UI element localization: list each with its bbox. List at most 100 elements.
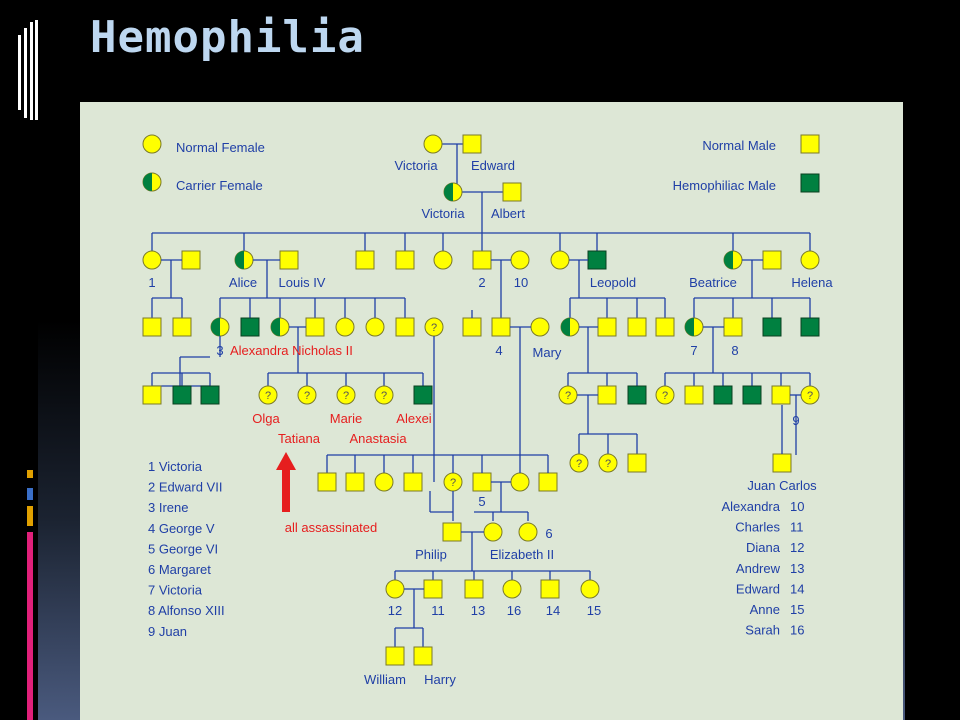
accent-top [27, 0, 33, 80]
pedigree-label: 1 [148, 275, 155, 290]
hemophiliac-male-square [172, 385, 192, 405]
unknown-mark: ? [304, 390, 310, 402]
normal-male-square [385, 646, 405, 666]
key-left-item: 5 George VI [148, 541, 218, 556]
normal-male-square [317, 472, 337, 492]
unknown-female-circle [297, 385, 317, 405]
unknown-female-circle [336, 385, 356, 405]
accent-blue-1 [27, 488, 33, 500]
normal-male-square [395, 317, 415, 337]
pedigree-label: Edward [471, 158, 515, 173]
pedigree-label: Victoria [421, 206, 465, 221]
pedigree-label: Tatiana [278, 431, 321, 446]
hemophiliac-male-square [713, 385, 733, 405]
key-right-name: Charles [735, 520, 780, 535]
unknown-mark: ? [431, 322, 437, 334]
unknown-mark: ? [265, 390, 271, 402]
hemophiliac-male-square [413, 385, 433, 405]
unknown-mark: ? [605, 458, 611, 470]
hemophiliac-male-square [200, 385, 220, 405]
pedigree-label: William [364, 672, 406, 687]
key-right-name: Anne [750, 602, 780, 617]
pedigree-label: Elizabeth II [490, 547, 554, 562]
key-left-item: 1 Victoria [148, 459, 203, 474]
legend-hemophiliac-male: Hemophiliac Male [673, 178, 776, 193]
key-right-name: Edward [736, 581, 780, 596]
hemophiliac-male-square [742, 385, 762, 405]
slide-title: Hemophilia [90, 12, 365, 63]
pedigree-label: 12 [388, 603, 402, 618]
pedigree-label: Philip [415, 547, 447, 562]
pedigree-label: Marie [330, 411, 363, 426]
normal-female-circle [502, 579, 522, 599]
pedigree-label: all assassinated [285, 520, 378, 535]
pedigree-label: 3 [216, 343, 223, 358]
normal-male-square [423, 579, 443, 599]
normal-male-square [597, 385, 617, 405]
key-right-number: 10 [790, 499, 804, 514]
unknown-female-circle [374, 385, 394, 405]
normal-female-circle [800, 250, 820, 270]
pedigree-label: Alexei [396, 411, 432, 426]
normal-male-square [305, 317, 325, 337]
hemophiliac-male-square [587, 250, 607, 270]
pedigree-label: 5 [478, 494, 485, 509]
accent-orange-2 [27, 506, 33, 526]
normal-female-circle [365, 317, 385, 337]
assassination-arrow-shaft [282, 462, 290, 512]
normal-male-square [395, 250, 415, 270]
normal-male-square [462, 317, 482, 337]
pedigree-label: 13 [471, 603, 485, 618]
hemophiliac-male-square [627, 385, 647, 405]
pedigree-label: Albert [491, 206, 525, 221]
normal-male-square [142, 317, 162, 337]
unknown-female-circle [598, 453, 618, 473]
pedigree-label: Mary [533, 345, 562, 360]
key-left-item: 7 Victoria [148, 583, 203, 598]
pedigree-label: 16 [507, 603, 521, 618]
normal-male-square [442, 522, 462, 542]
pedigree-label: 15 [587, 603, 601, 618]
hemophiliac-male-square [762, 317, 782, 337]
unknown-mark: ? [450, 477, 456, 489]
pedigree-label: 11 [431, 603, 445, 618]
carrier-female-half [561, 318, 570, 336]
carrier-female-half [235, 251, 244, 269]
normal-male-square [684, 385, 704, 405]
pedigree-label: Louis IV [279, 275, 326, 290]
normal-male-square [472, 472, 492, 492]
normal-male-square [172, 317, 192, 337]
normal-male-square [142, 385, 162, 405]
pedigree-label: Harry [424, 672, 456, 687]
unknown-female-circle [569, 453, 589, 473]
carrier-female-half [444, 183, 453, 201]
key-right-number: 16 [790, 623, 804, 638]
normal-female-circle [510, 472, 530, 492]
pedigree-label: Helena [791, 275, 833, 290]
normal-male-square [462, 134, 482, 154]
normal-male-square [413, 646, 433, 666]
normal-male-square [655, 317, 675, 337]
normal-male-square [181, 250, 201, 270]
normal-male-square [345, 472, 365, 492]
pedigree-label: 6 [545, 526, 552, 541]
carrier-female-half [724, 251, 733, 269]
normal-male-square [772, 453, 792, 473]
key-right-name: Sarah [745, 623, 780, 638]
normal-male-square [723, 317, 743, 337]
accent-pink-1 [27, 532, 33, 720]
normal-male-square [403, 472, 423, 492]
key-right-name: Alexandra [721, 499, 780, 514]
key-left-item: 9 Juan [148, 624, 187, 639]
key-right-number: 11 [790, 520, 804, 535]
pedigree-label: Victoria [394, 158, 438, 173]
hemophiliac-male-square [800, 317, 820, 337]
normal-male-square [355, 250, 375, 270]
normal-male-square [464, 579, 484, 599]
legend-carrier-female: Carrier Female [176, 178, 263, 193]
pedigree-label: Anastasia [349, 431, 407, 446]
key-right-number: 14 [790, 581, 804, 596]
normal-female-circle [142, 250, 162, 270]
key-right-number: 15 [790, 602, 804, 617]
carrier-female-half [143, 173, 152, 191]
